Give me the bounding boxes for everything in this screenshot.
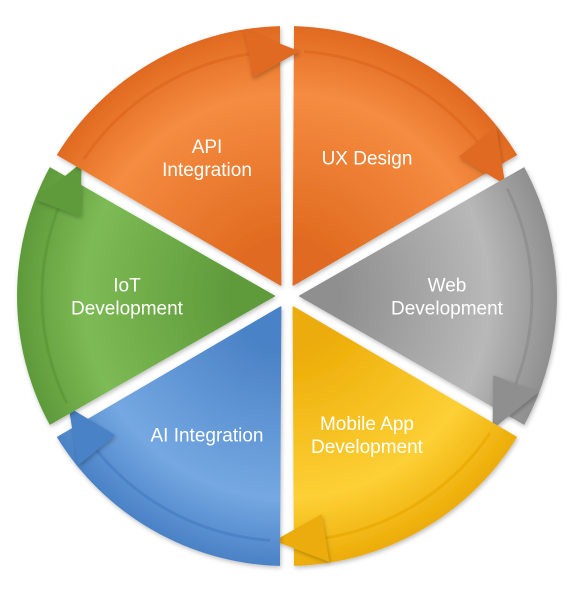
segment-arrowhead-1 bbox=[458, 126, 506, 185]
segment-wedge-3 bbox=[292, 306, 518, 566]
segment-arrow-band-1 bbox=[303, 50, 487, 153]
segment-label-line: Integration bbox=[162, 160, 252, 181]
segment-wedge-1 bbox=[292, 26, 518, 286]
segment-label-line: Development bbox=[71, 299, 184, 320]
segment-label-4: AI Integration bbox=[150, 426, 263, 447]
segment-label-line: IoT bbox=[113, 276, 141, 297]
segment-label-line: Mobile App bbox=[320, 414, 414, 435]
segment-label-line: Web bbox=[428, 276, 467, 297]
segment-arrow-band-2 bbox=[505, 187, 534, 397]
segment-label-1: UX Design bbox=[322, 148, 413, 169]
segment-arrowhead-5 bbox=[35, 162, 82, 217]
segment-wedge-4 bbox=[56, 306, 282, 566]
segment-label-line: Development bbox=[391, 299, 504, 320]
segment-label-line: AI Integration bbox=[150, 426, 263, 447]
segment-wedge-2 bbox=[299, 167, 557, 425]
segment-label-line: UX Design bbox=[322, 148, 413, 169]
segment-arrow-band-5 bbox=[40, 195, 69, 405]
segment-wedge-5 bbox=[17, 167, 276, 425]
segment-wedge-6 bbox=[56, 26, 282, 286]
segment-arrowhead-3 bbox=[274, 514, 330, 562]
segment-arrow-band-4 bbox=[87, 439, 271, 542]
segment-arrowhead-4 bbox=[68, 407, 116, 466]
segment-arrowhead-6 bbox=[244, 30, 300, 78]
segment-arrow-band-6 bbox=[82, 50, 262, 160]
segment-arrowhead-2 bbox=[492, 375, 539, 430]
segment-label-line: API bbox=[192, 137, 223, 158]
segment-arrow-band-3 bbox=[312, 432, 492, 542]
segment-label-line: Development bbox=[311, 437, 424, 458]
